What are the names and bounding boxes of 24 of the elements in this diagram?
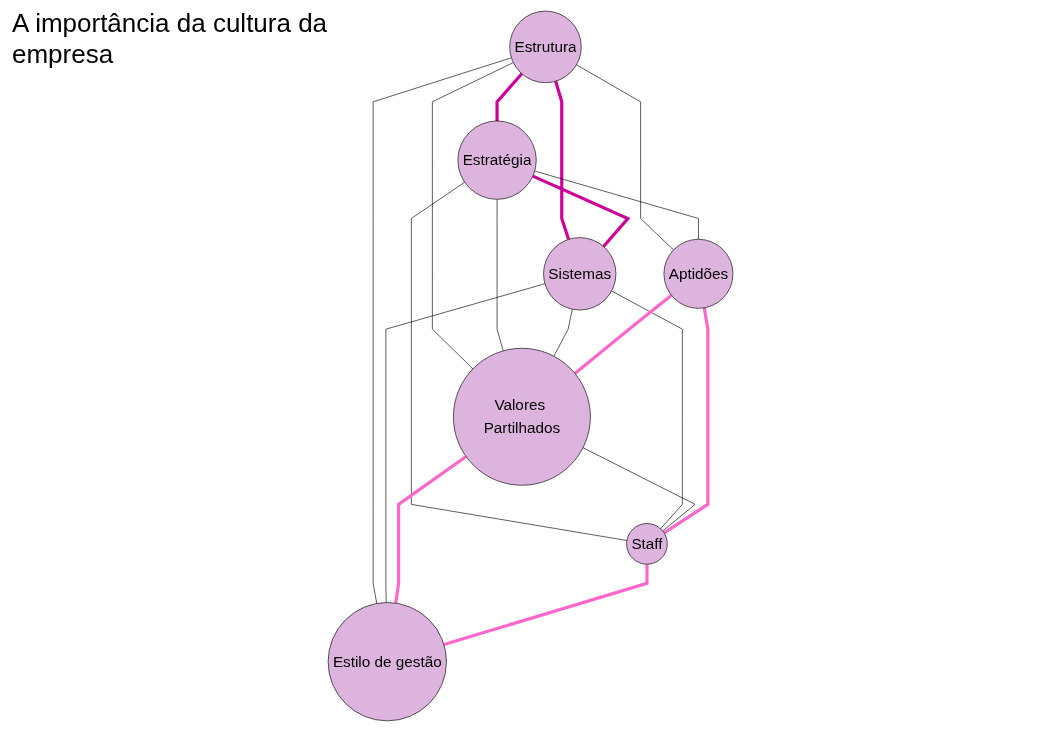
node-circle: Aptidões: [663, 238, 734, 309]
node-circle: Estratégia: [457, 120, 537, 200]
connector: [576, 64, 674, 250]
node-circle: Estrutura: [509, 10, 582, 83]
node-circle: Sistemas: [543, 236, 617, 310]
connector: [582, 446, 696, 531]
connector: [611, 290, 683, 529]
node-circle: Estilo de gestão: [327, 601, 447, 721]
connector: [663, 307, 710, 534]
node-circle: Staff: [626, 522, 668, 565]
title: A importância da cultura da empresa: [12, 8, 329, 70]
connector: [394, 454, 467, 603]
connector: [496, 198, 504, 351]
connector: [411, 181, 628, 541]
connector: [573, 293, 673, 375]
connector: [443, 563, 649, 646]
node-circle: Valores Partilhados: [453, 347, 591, 486]
connector: [532, 174, 631, 248]
connector: [554, 80, 570, 240]
connector: [432, 61, 514, 369]
connector: [385, 282, 546, 603]
connector: [495, 72, 523, 121]
connector: [534, 170, 699, 240]
connector: [372, 56, 512, 604]
